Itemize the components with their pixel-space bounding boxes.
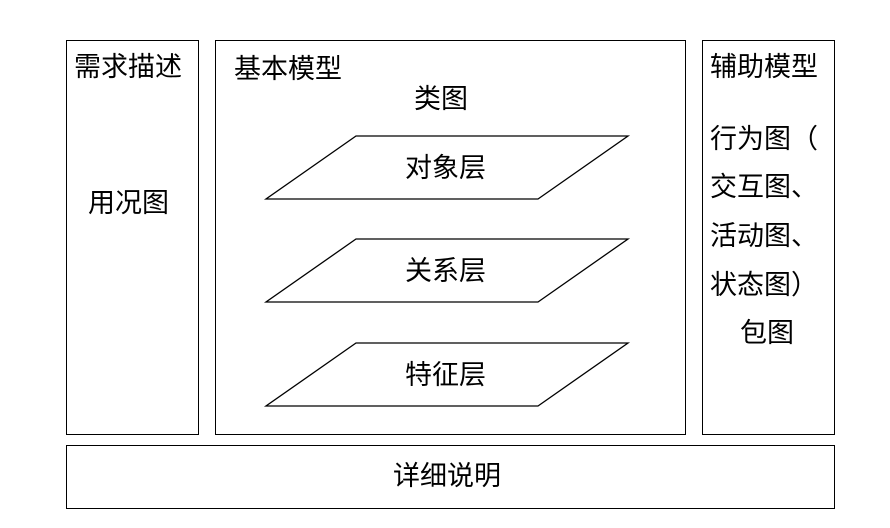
activity-diagram-line: 活动图、: [710, 221, 818, 252]
use-case-diagram-label: 用况图: [88, 188, 169, 219]
auxiliary-model-panel: [702, 40, 835, 435]
behavior-diagram-line: 行为图（: [710, 124, 818, 155]
auxiliary-model-title: 辅助模型: [710, 52, 818, 83]
interaction-diagram-line: 交互图、: [710, 172, 818, 203]
class-diagram-label: 类图: [414, 84, 468, 115]
detailed-description-label: 详细说明: [393, 461, 501, 492]
detailed-description-panel: [66, 445, 835, 509]
feature-layer-label: 特征层: [405, 360, 486, 391]
feature-layer-shape: [263, 342, 631, 407]
state-diagram-line: 状态图）: [710, 270, 818, 301]
relation-layer-label: 关系层: [405, 256, 486, 287]
basic-model-title: 基本模型: [234, 54, 342, 85]
object-layer-shape: [263, 135, 631, 200]
requirements-panel: [66, 40, 199, 435]
object-layer-label: 对象层: [405, 153, 486, 184]
requirements-title: 需求描述: [74, 52, 182, 83]
package-diagram-label: 包图: [740, 318, 794, 349]
relation-layer-shape: [263, 238, 631, 303]
